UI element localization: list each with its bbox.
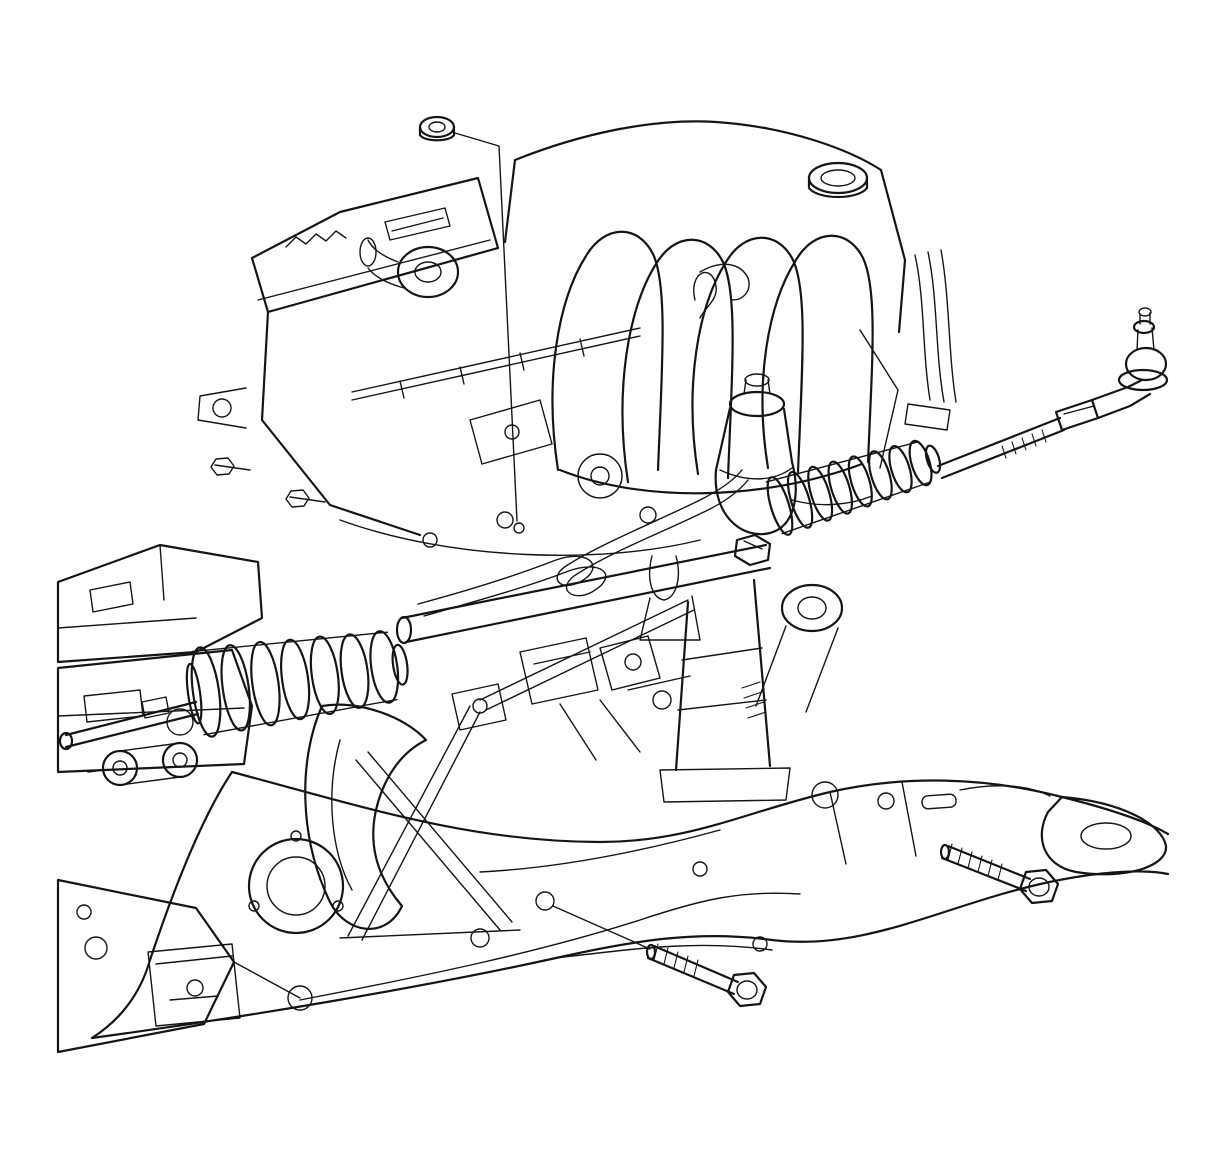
transaxle-housing [56,543,264,774]
bolt-hole-pattern [84,781,957,1011]
leader-line [454,132,525,534]
fuel-rail [351,327,641,401]
oil-filler-cap [807,161,869,198]
right-bellows-boot [765,439,942,536]
thread-hatching [653,943,699,977]
left-inner-tie-rod [58,696,200,751]
stamped-bracket-cluster [519,635,691,761]
mounting-bolt-rear [939,843,1060,905]
hex-flange-nut [418,115,456,142]
valve-cover [250,120,907,537]
engine-mount-lobes [87,741,199,787]
engine-mount-bracket [304,703,428,930]
lower-left-plate [56,878,301,1054]
ball-stud [1132,307,1156,351]
bolt-hole [535,891,555,911]
triangular-braces [339,599,695,941]
thread-hatching [1001,429,1047,459]
rack-tube [395,543,772,645]
steering-gear-assembly [58,307,1169,751]
thread-hatching [947,843,1003,881]
leader-line [552,905,651,950]
engine-studs [210,457,326,508]
bolt-hex-head [1018,868,1060,905]
frame-rail-end [1040,795,1168,876]
bolt-hex-head [726,971,768,1008]
rack-support-bracket [659,578,844,803]
throttle-body [359,207,460,299]
intake-manifold-runners [551,230,874,495]
left-bellows-boot [185,630,409,738]
spline-hatching [741,681,767,719]
engine-detail-cluster [197,263,899,556]
wiring-harness [904,249,957,431]
subframe-crossmember [56,543,1170,1054]
hub-bore [247,830,345,935]
ball-socket [1124,346,1168,382]
crossmember-beam [90,770,1170,1040]
outer-tie-rod-end [1090,307,1169,420]
mounting-bolt-front [552,905,768,1008]
engine-assembly [197,120,957,556]
hydraulic-pressure-lines [417,469,873,617]
right-inner-tie-rod [936,398,1100,480]
pinion-valve-housing [714,373,797,567]
